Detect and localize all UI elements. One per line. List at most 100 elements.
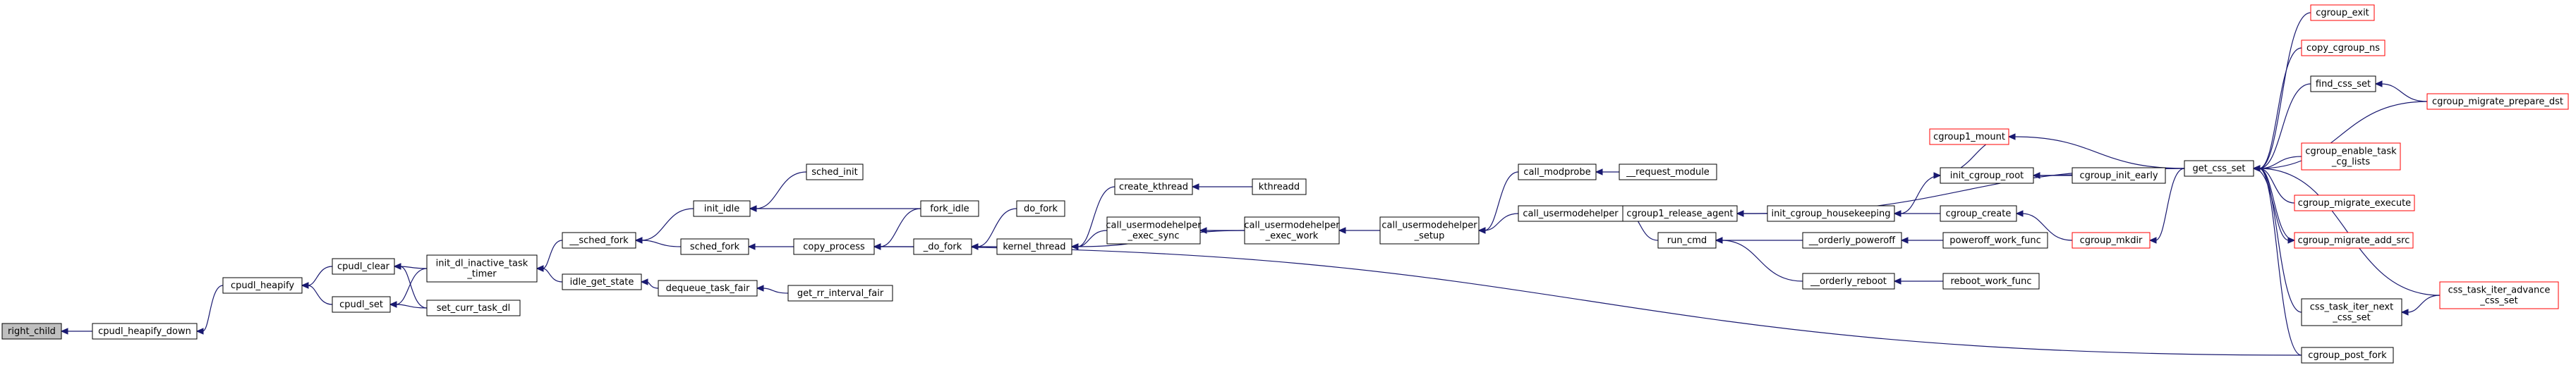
node-kernel_thread[interactable]: kernel_thread (996, 238, 1072, 255)
node-label: cgroup_migrate_add_src (2298, 235, 2410, 246)
node-label: call_usermodehelper (1381, 221, 1477, 231)
node-label: _do_fork (923, 242, 962, 252)
node-get_css_set[interactable]: get_css_set (2184, 160, 2254, 177)
node-label: _exec_sync (1127, 231, 1179, 242)
node-copy_process[interactable]: copy_process (793, 238, 875, 255)
node-cgroup_migrate_execute[interactable]: cgroup_migrate_execute (2294, 195, 2415, 211)
node-create_kthread[interactable]: create_kthread (1114, 178, 1193, 195)
node-box (332, 258, 395, 275)
node-box (1940, 205, 2017, 222)
node-reboot_work_func[interactable]: reboot_work_func (1942, 273, 2040, 290)
edge-cgroup_exit-to-get_css_set (2258, 12, 2311, 169)
node-box (680, 238, 749, 255)
arrowhead (1933, 172, 1942, 179)
node-poweroff_work_func[interactable]: poweroff_work_func (1942, 232, 2048, 249)
node-cgroup_init_early[interactable]: cgroup_init_early (2072, 167, 2166, 184)
node-box (1657, 232, 1717, 249)
node-cgroup_create[interactable]: cgroup_create (1940, 205, 2017, 222)
node-kthreadd[interactable]: kthreadd (1252, 178, 1307, 195)
edge-cgroup_mkdir-to-cgroup_create (2021, 213, 2073, 241)
node-cgroup1_mount[interactable]: cgroup1_mount (1929, 128, 2009, 145)
node-box (1, 323, 62, 340)
node-init_idle[interactable]: init_idle (693, 200, 751, 217)
node-label: call_modprobe (1523, 167, 1590, 178)
arrowhead (1736, 210, 1744, 217)
node-box (332, 296, 391, 313)
node-box (426, 300, 521, 316)
edge-cpudl_clear-to-cpudl_heapify (307, 266, 333, 286)
node-__orderly_poweroff[interactable]: __orderly_poweroff (1802, 232, 1902, 249)
node-find_css_set[interactable]: find_css_set (2310, 75, 2376, 92)
edge-cgroup_enable_task_cg_lists-to-get_css_set (2258, 156, 2302, 169)
arrowhead (389, 301, 397, 308)
arrowhead (2287, 237, 2296, 244)
node-copy_cgroup_ns[interactable]: copy_cgroup_ns (2301, 39, 2385, 56)
node-box (996, 238, 1072, 255)
node-box (1106, 216, 1201, 245)
edge-cpudl_heapify-to-cpudl_heapify_down (202, 285, 224, 332)
node-css_task_iter_next_css_set[interactable]: css_task_iter_next_css_set (2301, 298, 2402, 326)
node-_do_fork[interactable]: _do_fork (913, 238, 972, 255)
node-box (1940, 167, 2034, 184)
edge-copy_cgroup_ns-to-get_css_set (2258, 47, 2302, 169)
node-cgroup_post_fork[interactable]: cgroup_post_fork (2301, 347, 2394, 364)
node-dequeue_task_fair[interactable]: dequeue_task_fair (658, 280, 758, 297)
arrowhead (970, 243, 979, 250)
node-cgroup_migrate_add_src[interactable]: cgroup_migrate_add_src (2294, 232, 2414, 249)
node-__sched_fork[interactable]: __sched_fork (562, 232, 636, 249)
node-call_modprobe[interactable]: call_modprobe (1518, 164, 1597, 180)
arrowhead (301, 282, 309, 289)
node-call_usermodehelper_exec_work[interactable]: call_usermodehelper_exec_work (1244, 216, 1340, 245)
node-idle_get_state[interactable]: idle_get_state (562, 273, 642, 290)
node-cgroup1_release_agent[interactable]: cgroup1_release_agent (1622, 205, 1738, 222)
node-cgroup_mkdir[interactable]: cgroup_mkdir (2072, 232, 2151, 249)
node-label: _exec_work (1265, 231, 1319, 242)
arrowhead (1595, 168, 1603, 175)
node-label: find_css_set (2316, 79, 2371, 90)
node-__orderly_reboot[interactable]: __orderly_reboot (1802, 273, 1895, 290)
node-cpudl_clear[interactable]: cpudl_clear (332, 258, 395, 275)
edge-get_css_set-to-cgroup_migrate_add_src (2253, 168, 2290, 241)
arrowhead (2007, 133, 2016, 140)
node-get_rr_interval_fair[interactable]: get_rr_interval_fair (787, 285, 893, 302)
node-label: copy_process (803, 242, 865, 252)
node-box (222, 277, 303, 294)
node-fork_idle[interactable]: fork_idle (920, 200, 979, 217)
edges-layer (60, 12, 2441, 356)
node-init_dl_inactive_task_timer[interactable]: init_dl_inactive_task_timer (426, 254, 538, 283)
node-box (793, 238, 875, 255)
node-sched_fork[interactable]: sched_fork (680, 238, 749, 255)
node-set_curr_task_dl[interactable]: set_curr_task_dl (426, 300, 521, 316)
node-right_child[interactable]: right_child (1, 323, 62, 340)
node-cgroup_exit[interactable]: cgroup_exit (2310, 4, 2375, 21)
node-cgroup_migrate_prepare_dst[interactable]: cgroup_migrate_prepare_dst (2426, 93, 2569, 110)
node-label: set_curr_task_dl (437, 303, 510, 314)
node-box (2072, 232, 2151, 249)
node-do_fork[interactable]: do_fork (1016, 200, 1065, 217)
node-cpudl_heapify_down[interactable]: cpudl_heapify_down (92, 323, 198, 340)
node-cpudl_heapify[interactable]: cpudl_heapify (222, 277, 303, 294)
node-call_usermodehelper_exec_sync[interactable]: call_usermodehelper_exec_sync (1106, 216, 1202, 245)
node-call_usermodehelper[interactable]: call_usermodehelper (1518, 205, 1623, 222)
node-__request_module[interactable]: __request_module (1619, 164, 1717, 180)
node-cgroup_enable_task_cg_lists[interactable]: cgroup_enable_task_cg_lists (2301, 142, 2401, 171)
arrowhead (60, 328, 68, 335)
node-box (2184, 160, 2254, 177)
node-sched_init[interactable]: sched_init (806, 164, 864, 180)
node-css_task_iter_advance_css_set[interactable]: css_task_iter_advance_css_set (2439, 281, 2559, 309)
edge-cpudl_set-to-cpudl_heapify (307, 285, 333, 305)
node-label: __orderly_reboot (1810, 276, 1887, 287)
node-cpudl_set[interactable]: cpudl_set (332, 296, 391, 313)
node-call_usermodehelper_setup[interactable]: call_usermodehelper_setup (1379, 216, 1480, 245)
node-label: sched_fork (690, 242, 740, 252)
node-label: css_task_iter_advance (2448, 285, 2551, 296)
node-init_cgroup_root[interactable]: init_cgroup_root (1940, 167, 2034, 184)
node-label: cgroup_migrate_prepare_dst (2432, 97, 2563, 107)
node-box (920, 200, 979, 217)
arrowhead (1070, 243, 1079, 250)
node-init_cgroup_housekeeping[interactable]: init_cgroup_housekeeping (1767, 205, 1895, 222)
node-run_cmd[interactable]: run_cmd (1657, 232, 1717, 249)
node-box (1619, 164, 1717, 180)
edge-__orderly_reboot-to-run_cmd (1721, 240, 1803, 282)
